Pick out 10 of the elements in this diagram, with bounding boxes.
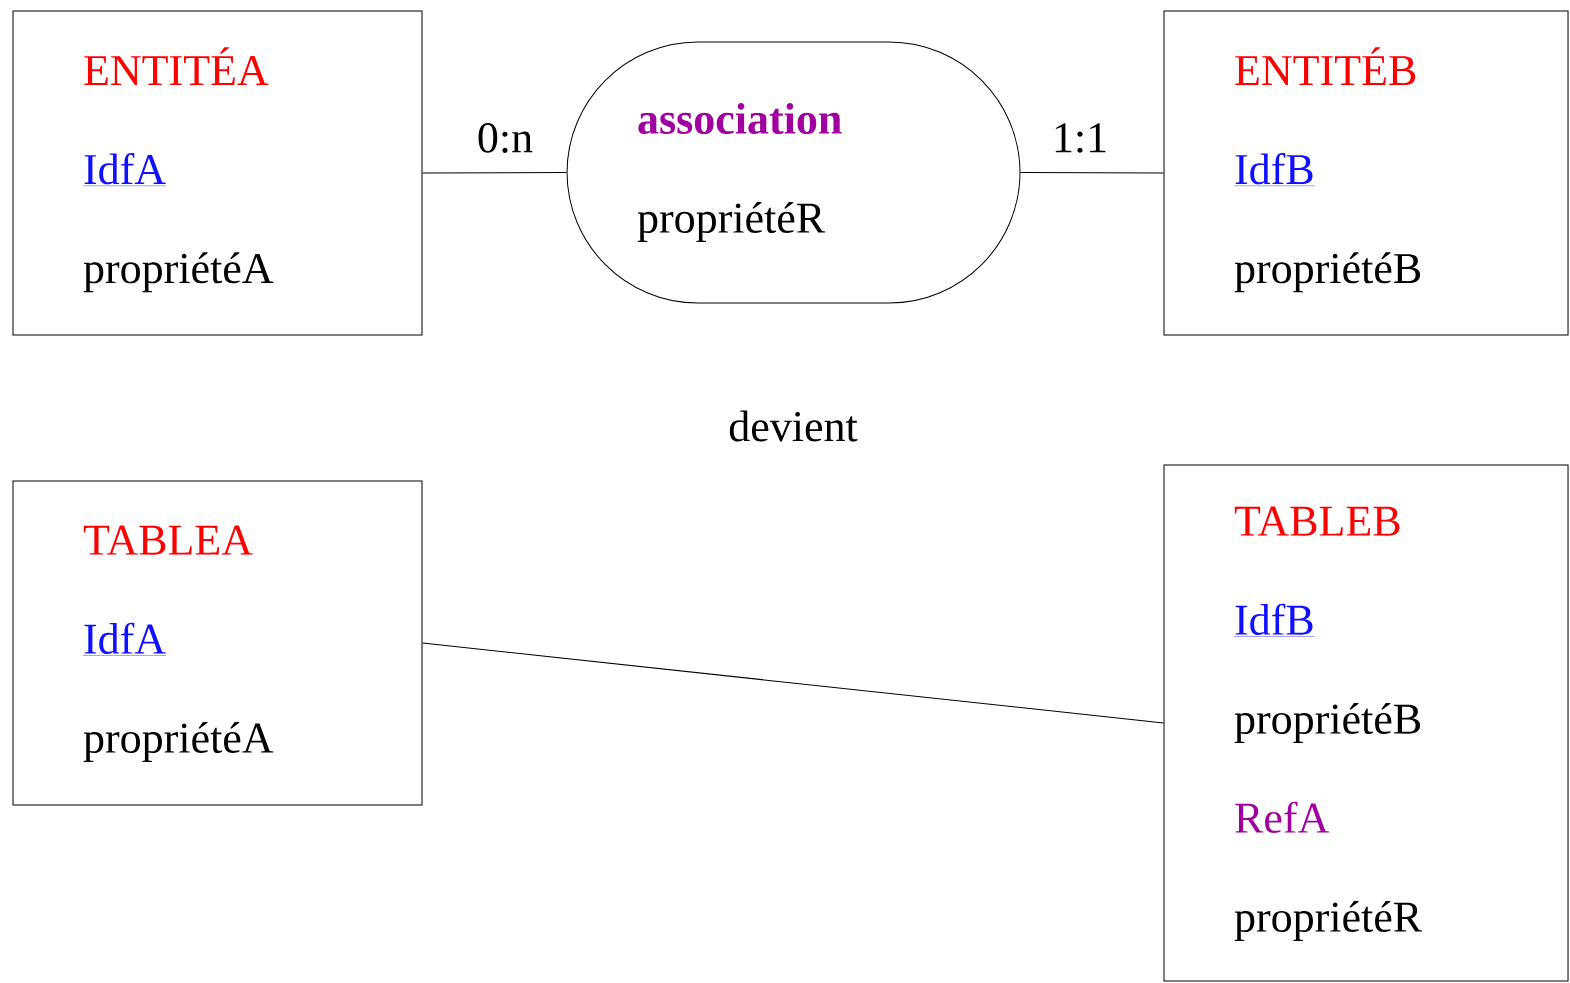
entity-box: TABLEB IdfB propriétéB RefA propriétéR — [1163, 464, 1569, 982]
transition-label: devient — [729, 410, 858, 442]
connector-line — [422, 642, 1164, 724]
entity-box: ENTITÉA IdfA propriétéA — [12, 10, 423, 336]
connector-line — [422, 172, 567, 174]
entity-box: ENTITÉB IdfB propriétéB — [1163, 10, 1569, 336]
connector-line — [1020, 172, 1164, 174]
cardinality-label: 0:n — [474, 121, 536, 155]
entity-box: TABLEA IdfA propriétéA — [12, 480, 423, 806]
cardinality-label: 1:1 — [1049, 121, 1111, 155]
